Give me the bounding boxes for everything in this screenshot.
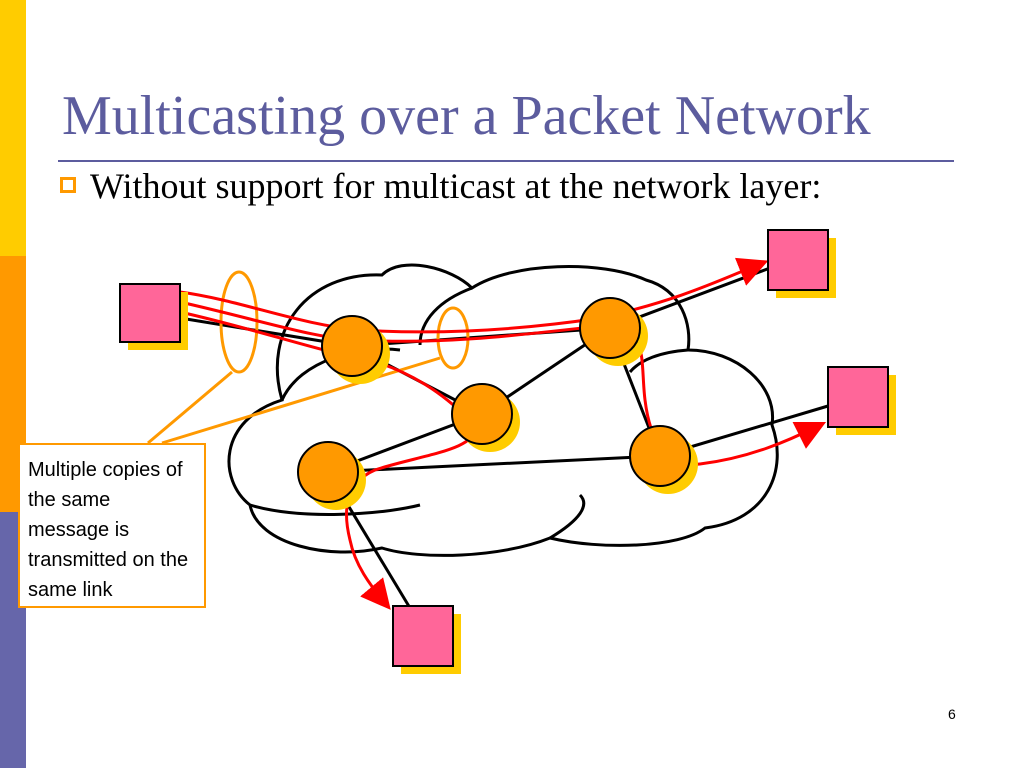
- bullet-icon: [60, 177, 76, 193]
- router-2: [579, 297, 648, 366]
- slide-title: Multicasting over a Packet Network: [62, 85, 871, 147]
- duplicate-copies-callout: Multiple copies of the same message is t…: [18, 443, 206, 608]
- host-bottom: [392, 605, 461, 674]
- bullet-text: Without support for multicast at the net…: [90, 166, 822, 206]
- page-number: 6: [948, 706, 956, 722]
- host-source: [119, 283, 188, 350]
- sidebar-yellow-band: [0, 0, 26, 256]
- router-1: [321, 315, 390, 384]
- router-5: [629, 425, 698, 494]
- host-right: [827, 366, 896, 435]
- title-underline: [58, 160, 954, 162]
- link-r4-r5: [327, 454, 661, 474]
- callout-leader-left: [147, 370, 233, 445]
- callout-leader-right: [161, 356, 441, 445]
- routers: [297, 297, 698, 510]
- host-top-right: [767, 229, 836, 298]
- sidebar-stripe: [0, 0, 26, 768]
- router-3: [451, 383, 520, 452]
- router-4: [297, 441, 366, 510]
- path-to-host-top-right: [179, 257, 769, 334]
- hosts: [119, 229, 896, 674]
